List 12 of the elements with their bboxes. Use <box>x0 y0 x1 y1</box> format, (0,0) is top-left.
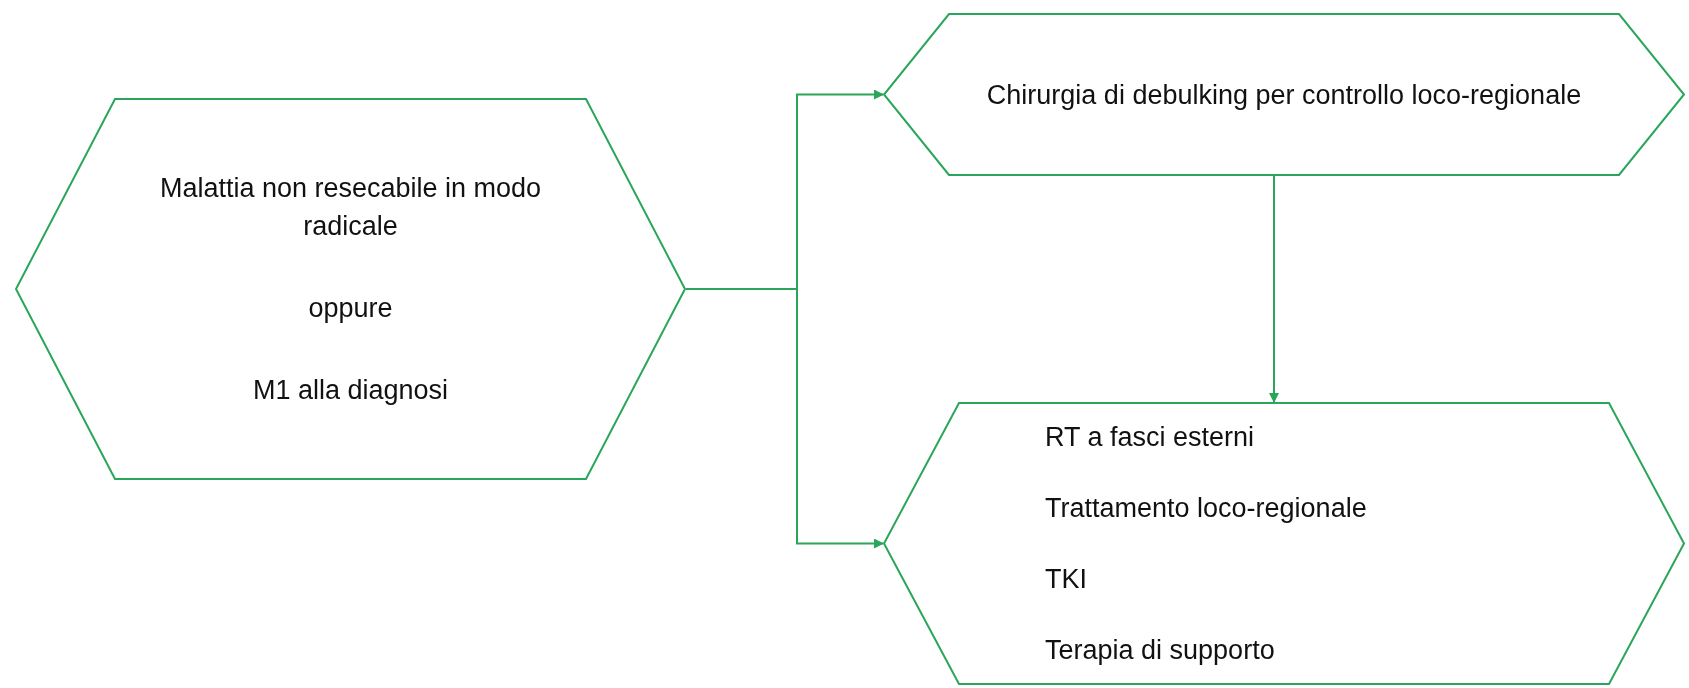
node-text: Trattamento loco-regionale <box>1045 492 1367 525</box>
node-text: Chirurgia di debulking per controllo loco-regionale <box>986 78 1582 112</box>
hexagon-box <box>883 13 1685 176</box>
node-text: TKI <box>1045 563 1087 596</box>
node-text: Malattia non resecabile in modo radicale <box>158 172 543 243</box>
node-text: Terapia di supporto <box>1045 634 1275 667</box>
arrow <box>1269 175 1279 403</box>
hexagon-box <box>883 402 1685 685</box>
node-text: M1 alla diagnosi <box>252 374 449 407</box>
node-text: oppure <box>308 292 393 325</box>
hexagon-box <box>15 98 686 480</box>
node-text: RT a fasci esterni <box>1045 421 1255 454</box>
